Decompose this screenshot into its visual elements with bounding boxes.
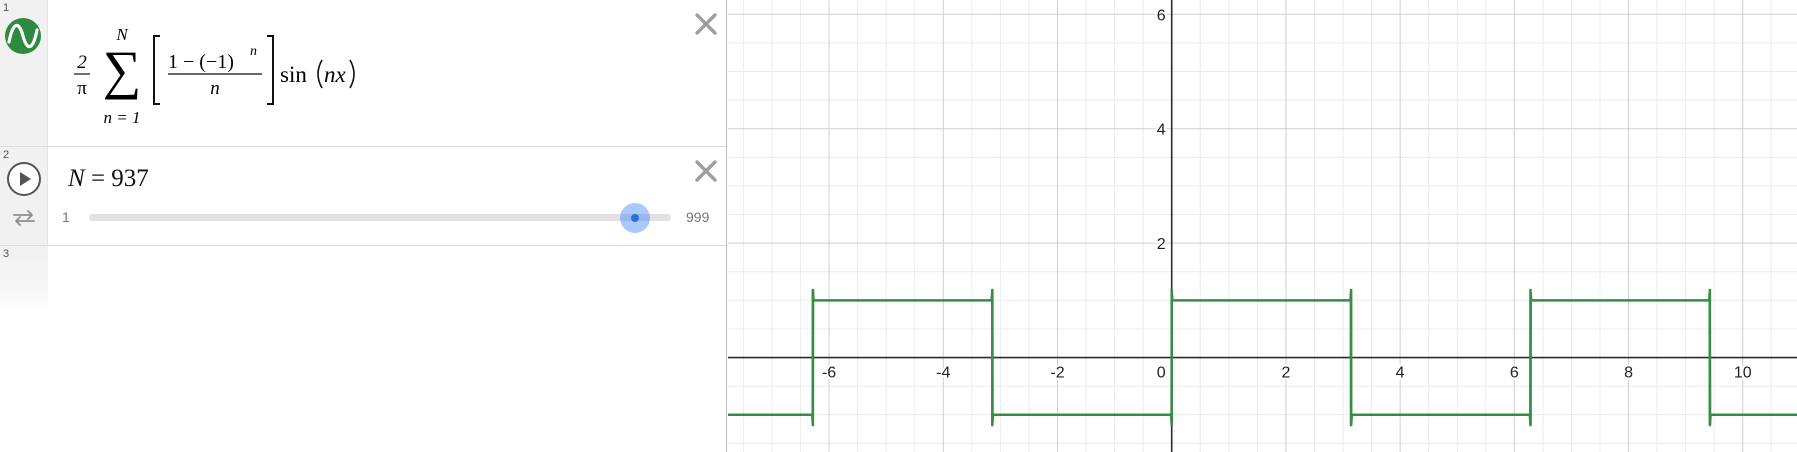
expression-list: 1 2 π N ∑ n = 1 1 − (−1) n n sin nx [0,0,727,452]
expression-number: 3 [3,248,10,260]
slider-variable: N [68,165,85,192]
x-tick-label: 6 [1510,365,1519,382]
slider-track[interactable] [89,203,671,233]
y-tick-label: 2 [1157,236,1166,253]
x-tick-label: 4 [1396,365,1405,382]
expression-gutter: 1 [0,0,48,146]
fraction-denominator: n [210,78,220,99]
x-tick-label: -6 [822,365,836,382]
slider-max[interactable]: 999 [686,209,710,225]
loop-icon[interactable] [11,209,37,227]
expression-row-2[interactable]: 2 N = 937 1 999 [0,147,726,246]
sine-argument: nx [324,62,347,87]
expression-row-1[interactable]: 1 2 π N ∑ n = 1 1 − (−1) n n sin nx [0,0,726,147]
graph-canvas[interactable]: -6 -4 -2 0 2 4 6 8 10 2 4 6 [728,0,1797,452]
sine-function: sin [280,62,307,87]
x-tick-label: -4 [936,365,950,382]
sum-symbol: ∑ [103,40,142,100]
fraction-numerator-exponent: n [250,44,257,59]
delete-expression-icon[interactable] [692,10,720,38]
y-tick-label: 4 [1157,122,1166,139]
coef-numerator: 2 [77,52,87,73]
expression-row-3[interactable]: 3 [0,246,726,310]
y-tick-label: 6 [1157,7,1166,24]
fraction-numerator: 1 − (−1) [168,51,234,73]
x-tick-label: -2 [1050,365,1064,382]
square-wave-curve [728,289,1797,427]
slider-handle[interactable] [619,203,650,233]
x-tick-label: 0 [1157,365,1166,382]
expression-number: 1 [3,2,10,14]
graph-paper[interactable]: -6 -4 -2 0 2 4 6 8 10 2 4 6 [728,0,1797,452]
play-icon[interactable] [6,161,42,197]
expression-gutter: 2 [0,147,48,245]
slider-value[interactable]: 937 [111,165,149,192]
sum-lower-limit: n = 1 [104,108,141,127]
expression-number: 2 [3,149,10,161]
summation-formula[interactable]: 2 π N ∑ n = 1 1 − (−1) n n sin nx [70,10,470,130]
x-tick-label: 10 [1734,365,1752,382]
x-tick-label: 2 [1281,365,1290,382]
equals-sign: = [90,165,106,192]
expression-gutter: 3 [0,246,48,310]
slider-handle-dot [630,214,639,222]
slider-definition[interactable]: N = 937 [68,165,149,193]
coef-denominator: π [77,78,87,99]
desmos-wave-logo-icon[interactable] [4,17,42,55]
sum-upper-limit: N [115,25,129,44]
slider-min[interactable]: 1 [62,209,70,225]
x-tick-label: 8 [1624,365,1633,382]
delete-expression-icon[interactable] [692,157,720,185]
